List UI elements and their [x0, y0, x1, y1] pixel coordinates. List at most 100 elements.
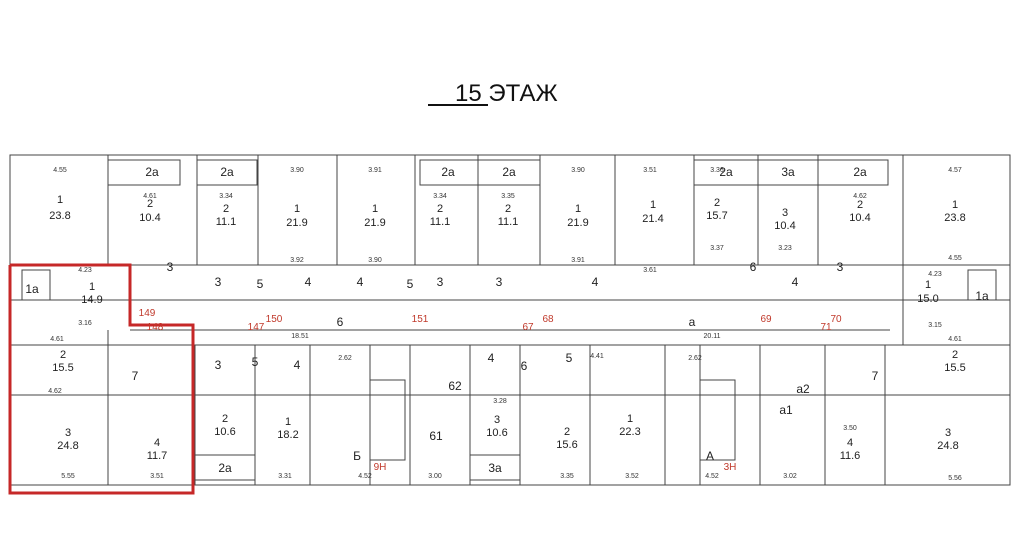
room-a1-label: a1	[779, 403, 793, 417]
dim: 3.91	[571, 257, 585, 264]
dim: 3.36	[710, 167, 724, 174]
dim: 3.37	[710, 245, 724, 252]
loggia-label: 2a	[145, 165, 159, 179]
room-area: 21.4	[642, 213, 663, 225]
dim: 3.90	[290, 167, 304, 174]
wc-label: 4	[488, 351, 495, 365]
room-area: 24.8	[57, 440, 78, 452]
dim: 3.23	[778, 245, 792, 252]
loggia-label: 3a	[781, 165, 795, 179]
room-num: 2	[564, 426, 570, 438]
stair-a-label: А	[706, 449, 714, 463]
room-num: 1	[925, 279, 931, 291]
room-6-label: 6	[521, 359, 528, 373]
hall-label: 5	[252, 355, 259, 369]
dim: 3.02	[783, 473, 797, 480]
dim: 3.52	[625, 473, 639, 480]
dim: 3.34	[219, 193, 233, 200]
marker: 70	[830, 314, 842, 325]
room-num: 3	[494, 414, 500, 426]
wc-label: 4	[294, 358, 301, 372]
walls	[9, 154, 1011, 486]
dim: 4.41	[590, 353, 604, 360]
dim: 3.35	[501, 193, 515, 200]
dim: 4.62	[853, 193, 867, 200]
dim: 4.61	[50, 336, 64, 343]
room-area: 15.6	[556, 439, 577, 451]
room-area: 21.9	[286, 217, 307, 229]
marker: 148	[147, 322, 164, 333]
room-area: 18.2	[277, 429, 298, 441]
dim: 5.55	[61, 473, 75, 480]
dim: 20.11	[704, 333, 721, 340]
room-area: 10.4	[139, 212, 160, 224]
marker: 151	[412, 314, 429, 325]
room-num: 4	[154, 437, 160, 449]
room-num: 2	[147, 198, 153, 210]
room-num: 2	[952, 349, 958, 361]
hall-label: 5	[257, 277, 264, 291]
loggia-label: 2a	[220, 165, 234, 179]
dim: 5.56	[948, 475, 962, 482]
dim: 3.91	[368, 167, 382, 174]
marker: 150	[266, 314, 283, 325]
stair-b-label: Б	[353, 449, 361, 463]
dim: 3.34	[433, 193, 447, 200]
wc-label: 4	[357, 275, 364, 289]
loggia-label: 3a	[488, 461, 502, 475]
room-num: 1	[294, 203, 300, 215]
room-num: 2	[223, 203, 229, 215]
room-1a-left: 1a	[25, 282, 39, 296]
room-num: 1	[57, 194, 63, 206]
bath-label: 3	[837, 260, 844, 274]
loggia-label: 2a	[218, 461, 232, 475]
dim: 4.61	[143, 193, 157, 200]
room-num: 3	[65, 427, 71, 439]
loggia-label: 2a	[502, 165, 516, 179]
room-num: 2	[714, 197, 720, 209]
hall-label: 5	[566, 351, 573, 365]
room-area: 21.9	[364, 217, 385, 229]
corridor-a-label: a	[689, 315, 696, 329]
dim: 3.15	[928, 322, 942, 329]
marker: 3Н	[724, 462, 737, 473]
marker: 68	[542, 314, 554, 325]
bath-label: 3	[437, 275, 444, 289]
room-area: 11.1	[430, 216, 451, 228]
room-62-label: 62	[448, 379, 462, 393]
bath-label: 3	[215, 275, 222, 289]
room-area: 21.9	[567, 217, 588, 229]
room-area: 10.4	[849, 212, 870, 224]
dim: 3.00	[428, 473, 442, 480]
dim: 4.61	[948, 336, 962, 343]
room-area: 15.0	[917, 293, 938, 305]
room-area: 24.8	[937, 440, 958, 452]
dim: 3.61	[643, 267, 657, 274]
room-num: 1	[952, 199, 958, 211]
dim: 3.28	[493, 398, 507, 405]
hall-label: 7	[872, 369, 879, 383]
dimension-labels: 4.55 4.23 3.16 4.61 4.62 5.55 3.51 4.61 …	[48, 167, 962, 482]
room-num: 3	[945, 427, 951, 439]
room-area: 15.5	[944, 362, 965, 374]
title-underline	[428, 104, 488, 106]
loggia-label: 2a	[853, 165, 867, 179]
loggia-label: 2a	[441, 165, 455, 179]
room-area: 15.5	[52, 362, 73, 374]
room-area: 11.1	[498, 216, 519, 228]
dim: 3.31	[278, 473, 292, 480]
dim: 2.62	[338, 355, 352, 362]
highlighted-apartment	[8, 263, 195, 495]
room-num: 2	[222, 413, 228, 425]
room-area: 11.1	[216, 216, 237, 228]
room-num: 3	[782, 207, 788, 219]
dim: 3.50	[843, 425, 857, 432]
room-area: 15.7	[706, 210, 727, 222]
room-area: 14.9	[81, 294, 102, 306]
dim: 4.23	[78, 267, 92, 274]
bath-label: 3	[215, 358, 222, 372]
bath-label: 3	[167, 260, 174, 274]
dim: 18.51	[291, 333, 309, 340]
room-num: 2	[505, 203, 511, 215]
